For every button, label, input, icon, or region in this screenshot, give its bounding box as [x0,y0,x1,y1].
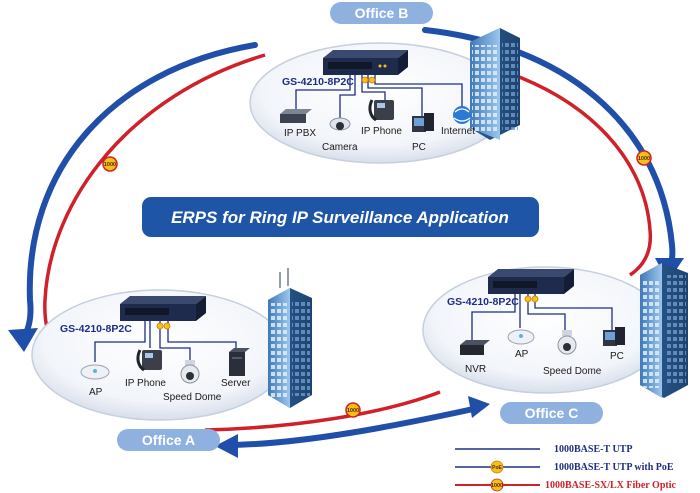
ap-icon-c [507,329,535,345]
office-c-device-0: NVR [465,364,486,375]
svg-text:1000: 1000 [347,408,359,414]
svg-text:1000: 1000 [638,156,650,162]
speed-dome-icon-a [180,360,200,384]
fiber-right [499,68,653,277]
arrow-head-left [8,328,38,352]
svg-text:PoE: PoE [492,465,502,471]
poe-badge-icon [490,460,504,474]
office-c-label: Office C [525,405,579,421]
ip-phone-icon [368,99,394,122]
ip-phone-icon-a [136,349,162,372]
office-b-device-1: Camera [322,142,358,153]
office-a: GS-4210-8P2C AP IP Phone Speed Dome [31,268,312,451]
legend-item-fiber: 1000 1000BASE-SX/LX Fiber Optic [455,478,676,492]
office-b-label-bg [330,2,433,24]
office-c-device-3: PC [610,351,624,362]
office-c-model-label: GS-4210-8P2C [447,296,519,308]
office-b-switch-icon [323,50,408,75]
office-a-device-1: IP Phone [125,378,166,389]
arrow-head-bottom [215,434,238,458]
office-a-label-bg [117,429,220,451]
svg-text:1000: 1000 [491,483,503,489]
office-c-label-bg [500,402,603,424]
legend: 1000BASE-T UTP PoE 1000BASE-T UTP with P… [455,444,676,492]
office-a-device-0: AP [89,387,103,398]
arrow-head-bottom-end [468,396,490,418]
fiber-bottom [204,390,441,432]
fiber-badge-icon [490,478,504,492]
office-b-building-icon [470,28,520,140]
office-c-device-1: AP [515,349,529,360]
camera-icon [329,117,351,131]
office-b: GS-4210-8P2C IP PBX Camera IP Phone [249,2,520,164]
office-c-building-icon [640,263,688,398]
legend-label-1: 1000BASE-T UTP with PoE [554,462,674,473]
legend-label-2: 1000BASE-SX/LX Fiber Optic [545,480,676,491]
fiber-badge-right: 1000 [636,150,652,166]
office-b-device-3: PC [412,142,426,153]
pc-icon-c [603,327,625,346]
office-a-device-3: Server [221,378,251,389]
office-b-model-label: GS-4210-8P2C [282,76,354,88]
diagram-title: ERPS for Ring IP Surveillance Applicatio… [142,197,539,237]
ap-icon [80,364,110,380]
office-a-device-2: Speed Dome [163,392,222,403]
office-b-device-0: IP PBX [284,128,316,139]
fiber-badge-bottom: 1000 [345,402,361,418]
office-c-device-2: Speed Dome [543,366,602,377]
office-b-label: Office B [355,5,409,21]
office-a-label: Office A [142,432,195,448]
office-b-device-4: Internet [441,126,475,137]
office-c-switch-icon [488,269,574,294]
legend-item-poe: PoE 1000BASE-T UTP with PoE [455,460,674,474]
office-b-device-2: IP Phone [361,126,402,137]
speed-dome-icon-c [557,330,577,355]
pc-icon [412,113,434,132]
title-text: ERPS for Ring IP Surveillance Applicatio… [171,208,509,227]
fiber-badge-left: 1000 [102,156,118,172]
office-a-building-icon [268,268,312,408]
office-a-switch-icon [120,296,206,321]
server-icon [229,348,250,376]
office-c: GS-4210-8P2C NVR AP Speed Dome [422,263,688,424]
office-a-links [94,321,237,362]
legend-item-utp: 1000BASE-T UTP [455,444,632,455]
internet-icon [453,106,471,124]
arrow-bottom [222,405,481,448]
nvr-icon [460,340,490,355]
svg-text:1000: 1000 [104,162,116,168]
ip-pbx-icon [280,109,312,123]
legend-label-0: 1000BASE-T UTP [554,444,632,455]
office-a-model-label: GS-4210-8P2C [60,323,132,335]
arrow-left [19,42,258,345]
